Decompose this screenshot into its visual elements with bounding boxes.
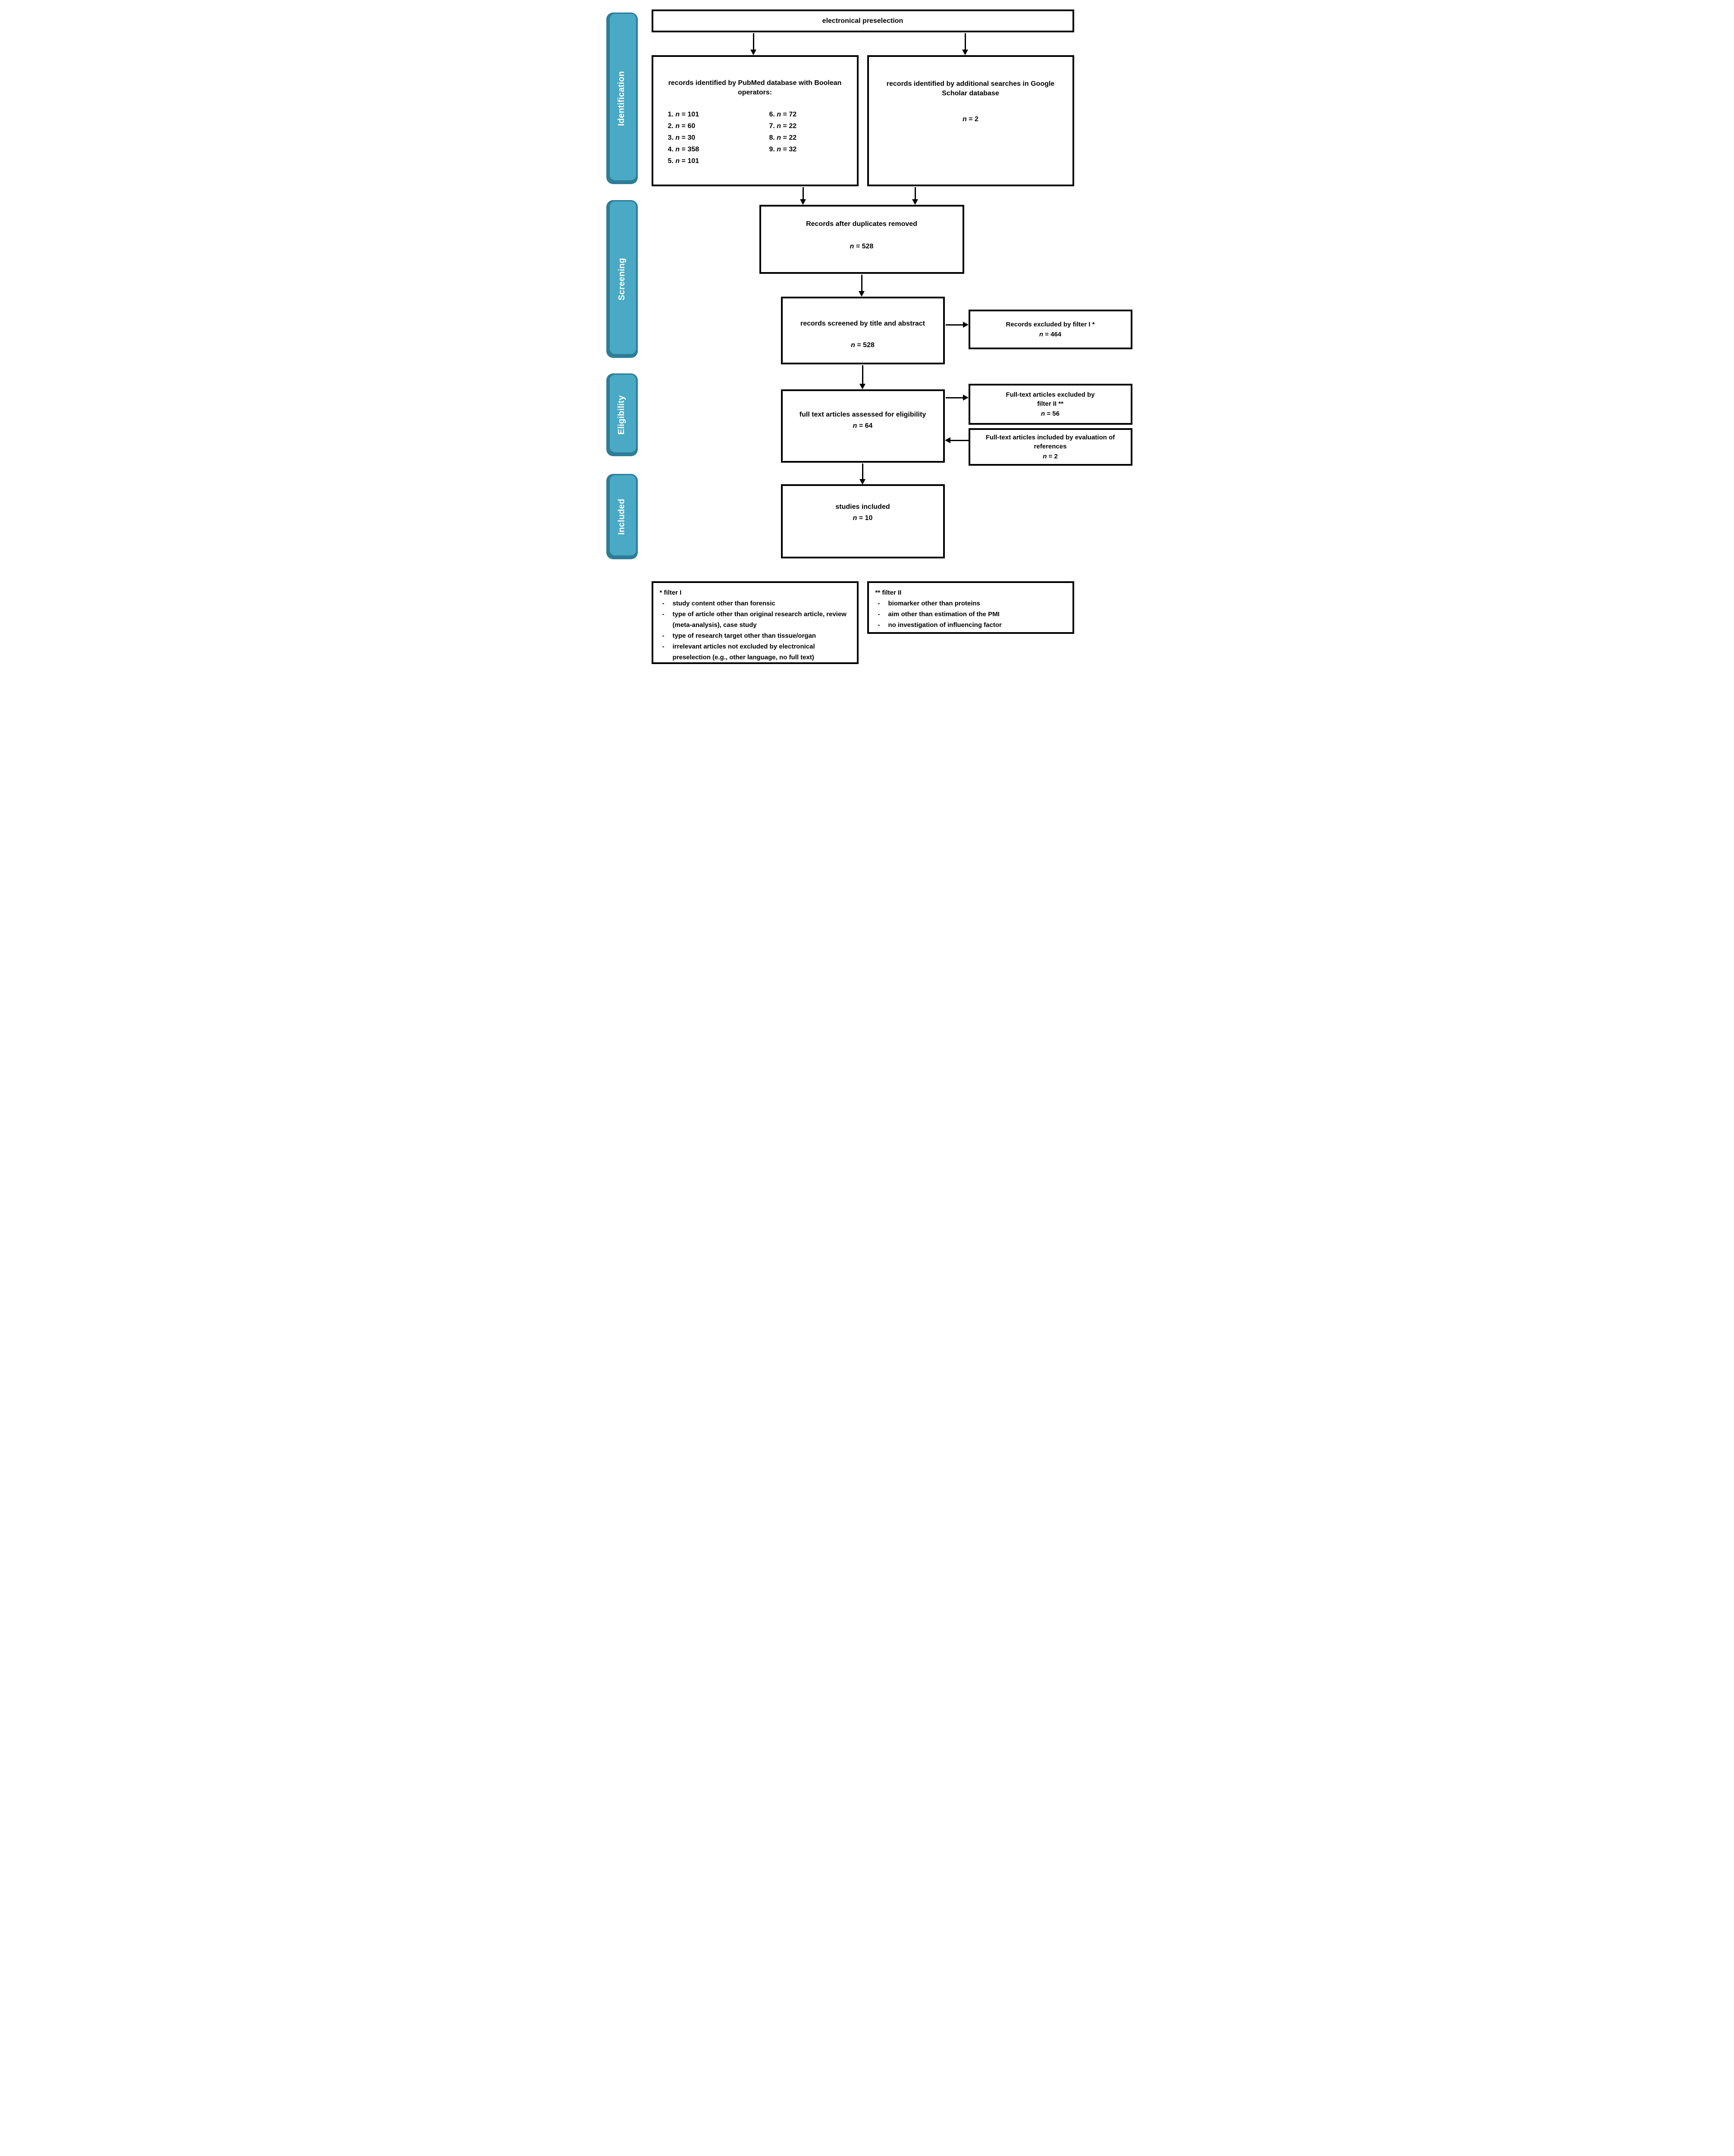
pubmed-search-counts: 1. n = 101 2. n = 60 3. n = 30 4. n = 358 5.… [668, 109, 857, 167]
pubmed-search-count: 3. n = 30 [668, 134, 696, 141]
box-title-line1: Full-text articles excluded by [1006, 391, 1095, 398]
box-records-excluded-filter1: Records excluded by filter I * n = 464 [968, 310, 1132, 349]
record-count: n = 64 [853, 422, 873, 429]
pubmed-search-count: 4. n = 358 [668, 146, 699, 153]
box-studies-included: studies included n = 10 [781, 484, 945, 558]
stage-label-wrap: Identification [606, 13, 638, 184]
footnote-title: * filter I [659, 589, 682, 596]
connector-presel-to-pubmed-line [753, 33, 754, 50]
record-count: n = 56 [1041, 410, 1060, 417]
connector-screened-to-fulltext-line [862, 365, 863, 385]
footnote-item: irrelevant articles not excluded by elec… [660, 641, 851, 663]
record-count: n = 2 [963, 116, 978, 123]
record-count: n = 2 [1043, 453, 1058, 460]
box-electronical-preselection: electronical preselection [651, 9, 1074, 32]
connector-fulltext-to-excluded2-arrowhead [963, 395, 969, 401]
footnote-item: no investigation of influencing factor [875, 620, 1066, 630]
footnote-item: type of article other than original rese… [660, 609, 851, 630]
stage-tab-identification: Identification [606, 13, 638, 184]
stage-tab-fill [609, 475, 636, 555]
connector-presel-to-google-line [964, 33, 966, 50]
box-title-line2: references [1034, 443, 1067, 450]
stage-tab-fill [609, 14, 636, 180]
box-title: electronical preselection [822, 17, 903, 25]
box-fulltext-included-references: Full-text articles included by evaluatio… [968, 428, 1132, 466]
connector-presel-to-google-arrowhead [962, 50, 968, 55]
pubmed-search-count: 9. n = 32 [769, 146, 797, 153]
prisma-flow-diagram: Identification Screening Eligibility Inc… [599, 0, 1135, 667]
box-title: full text articles assessed for eligibil… [799, 411, 926, 418]
box-title: Records after duplicates removed [806, 220, 917, 228]
connector-screened-to-excluded1-line [945, 324, 964, 326]
box-fulltext-excluded-filter2: Full-text articles excluded by filter II… [968, 384, 1132, 425]
connector-references-to-fulltext-line [950, 440, 969, 441]
footnote-items: study content other than forensictype of… [660, 598, 851, 663]
connector-fulltext-to-excluded2-line [945, 397, 964, 398]
footnote-item: aim other than estimation of the PMI [875, 609, 1066, 620]
stage-tab-screening: Screening [606, 200, 638, 358]
stage-label-included: Included [617, 498, 627, 535]
connector-screened-to-fulltext-arrowhead [859, 384, 865, 389]
box-fulltext-assessed: full text articles assessed for eligibil… [781, 389, 945, 463]
pubmed-search-count: 6. n = 72 [769, 111, 797, 118]
stage-tab-fill [609, 375, 636, 452]
connector-google-to-duplicates-arrowhead [912, 199, 918, 205]
footnote-item: type of research target other than tissu… [660, 630, 851, 641]
box-title: records screened by title and abstract [800, 320, 925, 327]
connector-references-to-fulltext-arrowhead [944, 437, 950, 443]
pubmed-search-count: 8. n = 22 [769, 134, 797, 141]
box-records-google-scholar: records identified by additional searche… [867, 55, 1074, 186]
stage-tab-included: Included [606, 474, 638, 559]
box-footnote-filter2: ** filter II biomarker other than protei… [867, 581, 1074, 634]
connector-pubmed-to-duplicates-arrowhead [800, 199, 806, 205]
record-count: n = 464 [1039, 331, 1062, 338]
box-title: records identified by additional searche… [886, 80, 1055, 97]
connector-pubmed-to-duplicates-line [802, 187, 804, 200]
record-count: n = 528 [850, 243, 874, 250]
pubmed-search-count: 2. n = 60 [668, 122, 696, 130]
connector-duplicates-to-screened-arrowhead [858, 291, 865, 297]
footnote-item: study content other than forensic [660, 598, 851, 609]
box-footnote-filter1: * filter I study content other than fore… [651, 581, 859, 664]
stage-tab-fill [609, 201, 636, 354]
footnote-item: biomarker other than proteins [875, 598, 1066, 609]
pubmed-count-column-2: 6. n = 72 7. n = 22 8. n = 22 9. n = 32 [769, 109, 797, 167]
connector-screened-to-excluded1-arrowhead [963, 322, 969, 328]
pubmed-count-column-1: 1. n = 101 2. n = 60 3. n = 30 4. n = 358 5.… [668, 109, 769, 167]
box-records-after-duplicates: Records after duplicates removed n = 528 [759, 205, 964, 274]
box-title: Records excluded by filter I * [1006, 321, 1095, 328]
record-count: n = 528 [851, 342, 875, 349]
stage-label-eligibility: Eligibility [617, 395, 627, 435]
connector-presel-to-pubmed-arrowhead [750, 50, 756, 55]
connector-duplicates-to-screened-line [861, 275, 862, 292]
box-title: studies included [835, 503, 890, 511]
stage-tab-eligibility: Eligibility [606, 373, 638, 456]
box-title-line1: Full-text articles included by evaluatio… [985, 434, 1115, 441]
stage-label-wrap: Screening [606, 200, 638, 358]
footnote-title: ** filter II [875, 589, 902, 596]
footnote-items: biomarker other than proteinsaim other t… [875, 598, 1066, 630]
stage-label-wrap: Eligibility [606, 373, 638, 456]
pubmed-search-count: 7. n = 22 [769, 122, 797, 130]
box-title: records identified by PubMed database wi… [668, 79, 842, 96]
record-count: n = 10 [853, 514, 873, 522]
pubmed-search-count: 5. n = 101 [668, 157, 699, 165]
stage-label-identification: Identification [617, 71, 627, 126]
pubmed-search-count: 1. n = 101 [668, 111, 699, 118]
box-records-screened: records screened by title and abstract n… [781, 297, 945, 364]
stage-label-screening: Screening [617, 257, 627, 301]
box-title-line2: filter II ** [1037, 400, 1063, 407]
stage-label-wrap: Included [606, 474, 638, 559]
connector-fulltext-to-included-arrowhead [859, 479, 865, 485]
connector-google-to-duplicates-line [914, 187, 916, 200]
connector-fulltext-to-included-line [862, 464, 863, 480]
box-records-pubmed: records identified by PubMed database wi… [651, 55, 859, 186]
